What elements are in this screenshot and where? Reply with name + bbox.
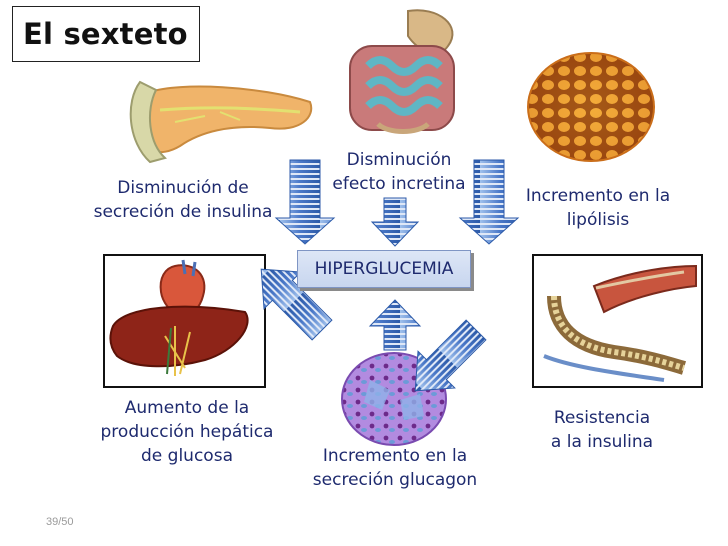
- page-number: 39/50: [46, 516, 74, 528]
- pancreas-icon: [129, 80, 313, 164]
- label-line: Resistencia: [553, 408, 651, 428]
- label-hepatic: Aumento de la producción hepática de glu…: [88, 396, 286, 468]
- label-line: Disminución de: [117, 178, 249, 198]
- muscle-frame: [532, 254, 703, 388]
- intestine-icon: [349, 9, 455, 134]
- label-insulin-secretion: Disminución de secreción de insulina: [88, 176, 278, 224]
- muscle-fiber-icon: [543, 264, 697, 382]
- label-line: secreción glucagon: [312, 470, 478, 490]
- label-line: lipólisis: [566, 210, 630, 230]
- label-line: Aumento de la: [124, 398, 250, 418]
- label-insulin-resistance: Resistencia a la insulina: [530, 406, 674, 454]
- label-line: secreción de insulina: [93, 202, 273, 222]
- label-line: efecto incretina: [332, 174, 466, 194]
- label-line: Incremento en la: [322, 446, 468, 466]
- adipose-tissue-icon: [527, 52, 655, 162]
- label-line: de glucosa: [141, 446, 233, 466]
- label-incretin: Disminución efecto incretina: [318, 148, 480, 196]
- label-line: a la insulina: [550, 432, 654, 452]
- label-glucagon: Incremento en la secreción glucagon: [300, 444, 490, 492]
- slide-title: El sexteto: [23, 17, 188, 51]
- liver-heart-icon: [109, 259, 249, 376]
- arrow-glucagon: [368, 299, 422, 351]
- label-line: producción hepática: [100, 422, 274, 442]
- arrow-insulin-secretion: [274, 159, 336, 245]
- label-line: Incremento en la: [525, 186, 671, 206]
- title-box: El sexteto: [12, 6, 200, 62]
- hyperglycemia-label: HIPERGLUCEMIA: [314, 259, 454, 279]
- hyperglycemia-box: HIPERGLUCEMIA: [297, 250, 471, 288]
- arrow-hepatic: [260, 268, 333, 341]
- arrow-lipolysis: [458, 159, 520, 245]
- label-lipolysis: Incremento en la lipólisis: [512, 184, 684, 232]
- liver-frame: [103, 254, 266, 388]
- arrow-insulin-resistance: [414, 319, 487, 392]
- label-line: Disminución: [346, 150, 452, 170]
- arrow-incretin: [370, 197, 420, 247]
